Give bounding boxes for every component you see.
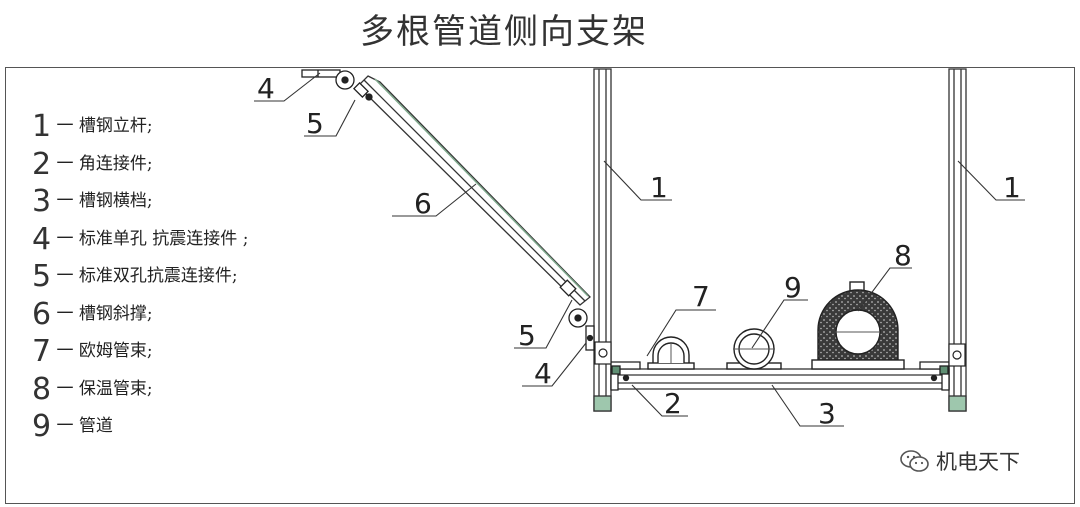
wechat-icon <box>900 450 929 472</box>
callout-5-top: 5 <box>306 107 324 140</box>
legend-item: 2 一 角连接件; <box>32 146 248 184</box>
callout-3: 3 <box>818 397 836 430</box>
callout-9: 9 <box>784 271 802 304</box>
brand-text: 机电天下 <box>936 450 1020 474</box>
channel-post-right <box>948 68 967 412</box>
drawing-frame <box>5 67 1075 504</box>
leader-lines <box>254 72 1025 427</box>
legend-text: 一 欧姆管束; <box>56 341 153 361</box>
legend-text: 一 管道 <box>56 416 113 436</box>
legend-number: 9 <box>32 409 52 444</box>
legend-number: 1 <box>32 109 52 144</box>
legend-item: 9 一 管道 <box>32 408 248 446</box>
callout-7: 7 <box>692 280 710 313</box>
legend-item: 8 一 保温管束; <box>32 371 248 409</box>
top-seismic-connector <box>301 69 373 101</box>
legend-text: 一 标准双孔抗震连接件; <box>56 266 238 286</box>
legend-number: 8 <box>32 371 52 407</box>
legend-text: 一 槽钢立杆; <box>56 116 153 136</box>
callout-4-top: 4 <box>257 72 275 105</box>
ohm-pipe-clamp <box>647 336 695 370</box>
legend-text: 一 标准单孔 抗震连接件 ; <box>56 228 249 249</box>
legend-item: 5 一 标准双孔抗震连接件; <box>32 258 248 296</box>
legend-number: 5 <box>32 259 52 294</box>
callout-2: 2 <box>664 387 682 420</box>
pipe <box>726 328 782 370</box>
callout-1-left: 1 <box>650 171 668 204</box>
legend-item: 4 一 标准单孔 抗震连接件 ; <box>32 221 248 259</box>
legend-number: 7 <box>32 334 52 369</box>
legend-item: 7 一 欧姆管束; <box>32 333 248 371</box>
legend-text: 一 保温管束; <box>56 378 153 399</box>
legend-number: 4 <box>32 221 52 257</box>
legend-text: 一 角连接件; <box>56 153 153 174</box>
diagonal-brace <box>357 75 591 306</box>
post-bracket-left <box>594 341 612 365</box>
legend: 1 一 槽钢立杆; 2 一 角连接件; 3 一 槽钢横档; 4 一 标准单孔 抗… <box>32 108 248 446</box>
legend-number: 2 <box>32 146 52 182</box>
post-bracket-right <box>948 343 966 367</box>
legend-item: 6 一 槽钢斜撑; <box>32 296 248 334</box>
legend-text: 一 槽钢斜撑; <box>56 303 153 324</box>
callout-8: 8 <box>894 239 912 272</box>
callout-6: 6 <box>414 187 432 220</box>
legend-item: 3 一 槽钢横档; <box>32 183 248 221</box>
callout-1-right: 1 <box>1003 171 1021 204</box>
callout-5-bottom: 5 <box>518 319 536 352</box>
bottom-seismic-connector <box>559 279 595 351</box>
channel-post-left <box>593 68 612 412</box>
angle-connector-right <box>919 361 950 391</box>
angle-connector-left <box>610 361 641 391</box>
legend-number: 6 <box>32 296 52 332</box>
diagram-title: 多根管道侧向支架 <box>360 12 648 52</box>
legend-number: 3 <box>32 184 52 219</box>
legend-item: 1 一 槽钢立杆; <box>32 108 248 146</box>
callout-4-bottom: 4 <box>534 357 552 390</box>
legend-text: 一 槽钢横档; <box>56 191 153 211</box>
brand-watermark: 机电天下 <box>900 446 1020 476</box>
insulated-pipe-clamp <box>811 281 905 370</box>
channel-crossbar <box>610 368 950 390</box>
